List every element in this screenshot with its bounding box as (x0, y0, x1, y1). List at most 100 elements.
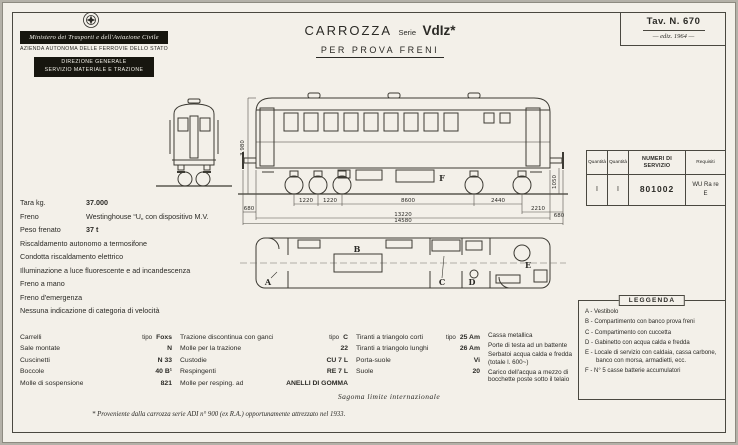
equip-value: N (167, 345, 172, 353)
equip-label: Carrelli (20, 334, 42, 341)
letter-c-cuccetta: C (439, 277, 445, 287)
dim-axle-spacing-2: 1220 (323, 198, 337, 204)
dim-total-length: 14580 (394, 218, 412, 224)
dim-body-length: 13220 (394, 212, 412, 218)
direzione-box: DIREZIONE GENERALE SERVIZIO MATERIALE E … (34, 57, 154, 77)
equip-row: Cuscinetti N 33 (20, 355, 172, 366)
series-value: VdIz* (422, 23, 456, 38)
end-view-drawing (156, 98, 232, 187)
letter-e-servizio: E (525, 260, 531, 270)
svc-requisiti-line1: WU Ra re (692, 182, 719, 188)
equip-value: C (343, 334, 348, 341)
spec-label: Illuminazione a luce fluorescente e ad i… (20, 265, 191, 275)
spec-row: Condotta riscaldamento elettrico (20, 250, 242, 264)
dim-right-height: 1050 (552, 175, 558, 189)
equip-label: Suole (356, 368, 374, 376)
page-title-block: CARROZZA Serie VdIz* PER PROVA FRENI (278, 22, 482, 58)
page-title: CARROZZA (304, 23, 393, 38)
page-subtitle: PER PROVA FRENI (315, 45, 445, 58)
side-view-body (242, 92, 564, 183)
direzione-line2: SERVIZIO MATERIALE E TRAZIONE (44, 66, 144, 73)
svc-header-quantita-1: Quantità (587, 151, 608, 175)
equip-note: Serbatoi acqua calda e fredda (totale l.… (488, 351, 573, 367)
legend-item: E - Locale di servizio con caldaia, cass… (585, 350, 717, 364)
dimension-labels: 1220 1220 8600 2440 680 2210 680 13220 1… (240, 140, 565, 224)
equip-value: Vi (473, 356, 480, 364)
equip-label: Tiranti a triangolo lunghi (356, 345, 429, 353)
equip-note: Cassa metallica (488, 332, 533, 339)
equip-value: 22 (340, 345, 348, 353)
sagoma-note: Sagoma limite internazionale (337, 392, 441, 401)
page-title-line: CARROZZA Serie VdIz* (278, 22, 482, 40)
legend-item: C - Compartimento con cuccetta (585, 329, 672, 336)
spec-label: Freno a mano (20, 279, 65, 288)
spec-label: Condotta riscaldamento elettrico (20, 252, 124, 261)
azienda-name: AZIENDA AUTONOMA DELLE FERROVIE DELLO ST… (20, 46, 168, 52)
equip-label: Cuscinetti (20, 356, 50, 364)
letter-f-battery: F (439, 173, 445, 183)
letter-d-gabinetto: D (469, 277, 476, 287)
svc-requisiti-line2: E (703, 191, 708, 197)
plate-number-box: Tav. N. 670 — ediz. 1964 — (620, 12, 726, 46)
edition-note: — ediz. 1964 — (652, 33, 695, 40)
dim-body-height: 3.980 (240, 140, 246, 156)
dim-buffer-left: 680 (244, 206, 255, 212)
plan-view-drawing: A B C D E (240, 237, 566, 289)
equip-row: Tiranti a triangolo lunghi 26 Am (356, 343, 480, 354)
equip-value: 26 Am (459, 345, 480, 353)
spec-row: Illuminazione a luce fluorescente e ad i… (20, 264, 242, 278)
spec-label: Peso frenato (20, 225, 61, 234)
fs-emblem-icon (83, 12, 99, 28)
spec-row: Freno d'emergenza (20, 291, 242, 305)
spec-label: Riscaldamento autonomo a termosifone (20, 238, 148, 248)
plan-view-body (240, 237, 566, 289)
svc-cell-quantita-1: I (587, 175, 608, 205)
ministry-name: Ministero dei Trasporti e dell'Aviazione… (20, 31, 168, 44)
plate-number: Tav. N. 670 (646, 16, 701, 27)
side-view-drawing: 1220 1220 8600 2440 680 2210 680 13220 1… (238, 92, 568, 225)
equip-value: Foxs (156, 334, 172, 341)
svc-header-requisiti: Requisiti (686, 151, 725, 175)
equip-label: Molle per la trazione (180, 345, 242, 353)
equip-label: Molle di sospensione (20, 379, 84, 387)
side-view-wheels (238, 170, 568, 195)
footnote: * Proveniente dalla carrozza serie ADI n… (92, 411, 346, 418)
equip-value: N 33 (157, 356, 172, 364)
dim-axle-spacing-1: 1220 (299, 198, 313, 204)
end-view-body (156, 98, 232, 187)
equip-tipo: tipo (329, 334, 340, 341)
letter-a-vestibolo: A (264, 277, 272, 287)
emblem-rings (83, 12, 99, 28)
equip-row: Suole 20 (356, 366, 480, 377)
equip-row: Molle di sospensione 821 (20, 378, 172, 389)
equip-label: Boccole (20, 368, 45, 376)
spec-label: Nessuna indicazione di categoria di velo… (20, 306, 160, 315)
equip-value: RE 7 L (326, 368, 348, 376)
equipment-table-cassa: Cassa metallica Porte di testa ad un bat… (488, 332, 574, 386)
spec-label: Freno d'emergenza (20, 292, 83, 302)
svc-header-numbers: NUMERI DI SERVIZIO (629, 151, 686, 175)
equip-tipo: tipo (142, 334, 153, 341)
svc-cell-number: 801002 (629, 175, 686, 205)
spec-value: Westinghouse “U„ con dispositivo M.V. (86, 211, 209, 221)
legend-title: LEGGENDA (618, 295, 686, 306)
equip-value: 40 B¹ (155, 368, 172, 376)
legend-item: F - N° 5 casse batterie accumulatori (585, 368, 681, 375)
dim-axle-spacing-3: 2440 (491, 198, 505, 204)
equip-value: 20 (472, 368, 480, 376)
dimension-lines (242, 97, 564, 225)
equip-value: 821 (160, 379, 172, 387)
svc-cell-quantita-2: I (608, 175, 629, 205)
spec-row: Riscaldamento autonomo a termosifone (20, 237, 242, 251)
equip-label: Tiranti a triangolo corti (356, 334, 423, 341)
